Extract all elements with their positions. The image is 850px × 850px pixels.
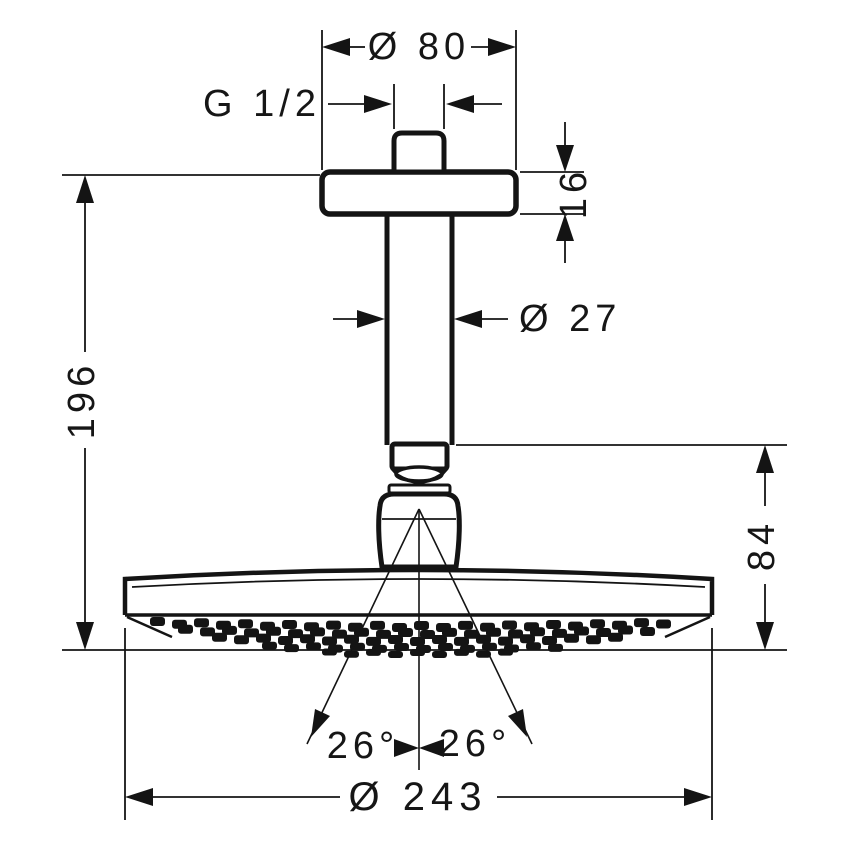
nozzle-dot — [410, 637, 425, 646]
nozzle-dot — [234, 635, 249, 645]
nozzle-dot — [354, 627, 369, 637]
nozzle-dot — [262, 641, 277, 650]
nozzle-dot — [388, 651, 403, 658]
nozzle-dot — [608, 632, 623, 642]
nozzle-dot — [366, 636, 381, 646]
nozzle-dot — [548, 643, 563, 652]
nozzle-dot — [420, 630, 435, 639]
nozzle-dot — [278, 636, 293, 645]
dim-flange-thickness: 16 — [520, 122, 595, 263]
nozzle-dot — [370, 620, 385, 630]
nozzle-dot — [266, 626, 281, 636]
nozzle-dot — [194, 618, 209, 628]
nozzle-dot — [498, 648, 513, 656]
nozzle-dot — [640, 627, 655, 636]
nozzle-dot — [618, 625, 633, 635]
nozzle-dot — [454, 636, 469, 646]
nozzle-dot — [306, 642, 321, 651]
label-head-diameter: Ø 243 — [349, 775, 488, 819]
nozzle-dot — [432, 635, 447, 644]
nozzle-dot — [552, 628, 567, 638]
dim-head-height: 84 — [456, 444, 787, 650]
nozzle-dot — [150, 617, 165, 626]
nozzle-dot — [414, 621, 429, 630]
nozzle-dot — [200, 627, 215, 637]
nozzle-dot — [542, 636, 557, 645]
dim-arm-diameter: Ø 27 — [333, 298, 621, 340]
nozzle-dot — [222, 625, 237, 635]
nozzle-dot — [458, 620, 473, 630]
nozzle-dot — [300, 634, 315, 644]
label-arm-diameter: Ø 27 — [519, 298, 621, 340]
nozzle-dot — [546, 620, 561, 629]
nozzle-dot — [398, 628, 413, 637]
dim-head-diameter: Ø 243 — [124, 628, 713, 820]
dim-thread-size: G 1/2 — [203, 83, 502, 129]
nozzle-dot — [388, 635, 403, 644]
nozzle-dot — [498, 636, 513, 646]
nozzle-dot — [178, 624, 193, 634]
nozzle-dot — [596, 628, 611, 637]
dim-flange-diameter: Ø 80 — [321, 26, 517, 170]
nozzle-dot — [332, 629, 347, 639]
nozzle-dot — [282, 620, 297, 629]
nozzle-dot — [590, 619, 605, 629]
thread-nipple — [391, 130, 447, 175]
label-flange-diameter: Ø 80 — [368, 26, 470, 68]
nozzle-dot — [322, 636, 337, 646]
label-head-height: 84 — [741, 519, 783, 571]
label-overall-height: 196 — [61, 361, 103, 439]
nozzle-dot — [442, 627, 457, 637]
dim-overall-height: 196 — [61, 174, 787, 651]
nozzle-dot — [454, 648, 469, 656]
shower-arm — [384, 214, 455, 445]
nozzle-dot — [508, 629, 523, 639]
nozzle-dot — [394, 643, 409, 651]
nozzle-dot — [344, 650, 359, 658]
label-spray-angle-left: 26° — [327, 725, 399, 767]
nozzle-dot — [656, 619, 671, 629]
nozzle-dot — [284, 644, 299, 653]
nozzle-dot — [256, 633, 271, 643]
dim-spray-angles: 26° 26° — [311, 709, 527, 767]
nozzle-dot — [410, 649, 425, 656]
nozzle-dot — [634, 618, 649, 628]
nozzle-dot — [212, 632, 227, 642]
nozzle-dot — [526, 642, 541, 651]
nozzle-dot — [322, 648, 337, 656]
nozzle-dot — [432, 651, 447, 658]
nozzle-dot — [376, 629, 391, 639]
spray-nozzle-face — [150, 617, 671, 658]
nozzle-dot — [530, 627, 545, 637]
nozzle-dot — [574, 626, 589, 636]
nozzle-dot — [438, 643, 453, 651]
nozzle-dot — [238, 619, 253, 629]
ceiling-flange — [319, 169, 519, 217]
nozzle-dot — [244, 628, 259, 638]
nozzle-dot — [310, 627, 325, 637]
label-spray-angle-right: 26° — [439, 723, 511, 765]
nozzle-dot — [366, 648, 381, 656]
nozzle-dot — [288, 629, 303, 639]
nozzle-dot — [520, 634, 535, 644]
ball-joint — [387, 441, 452, 495]
nozzle-dot — [464, 629, 479, 639]
nozzle-dot — [586, 635, 601, 645]
nozzle-dot — [486, 627, 501, 637]
nozzle-dot — [564, 633, 579, 643]
spray-angle-lines — [306, 508, 533, 770]
label-flange-thickness: 16 — [553, 167, 595, 219]
label-thread-size: G 1/2 — [203, 83, 321, 125]
nozzle-dot — [502, 620, 517, 630]
nozzle-dot — [326, 620, 341, 630]
